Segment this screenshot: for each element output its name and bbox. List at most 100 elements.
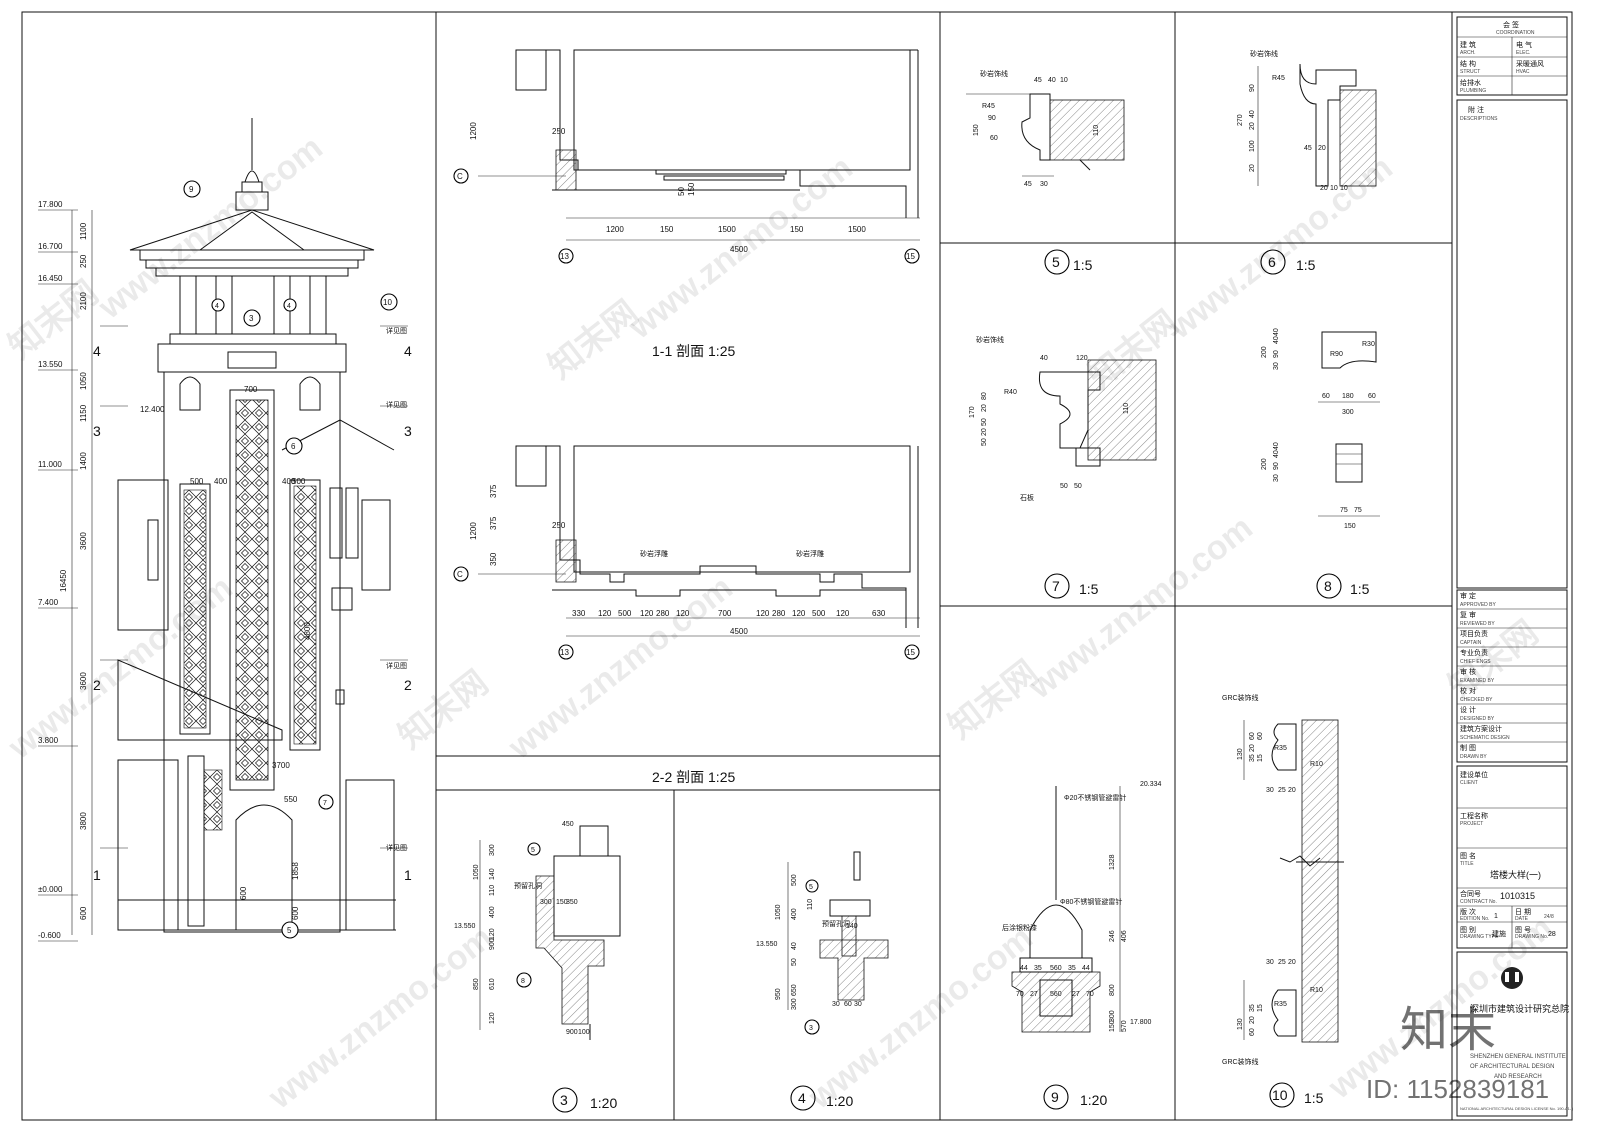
svg-text:1: 1 [1494,913,1498,920]
svg-text:500: 500 [292,477,306,486]
svg-text:40: 40 [791,942,798,950]
svg-text:CAPTAIN: CAPTAIN [1460,640,1482,646]
svg-text:8: 8 [521,978,525,985]
svg-text:会 签: 会 签 [1503,20,1519,29]
svg-text:6: 6 [1268,254,1276,270]
svg-text:版 次: 版 次 [1460,907,1476,916]
svg-text:3700: 3700 [272,761,290,770]
svg-text:700: 700 [244,385,258,394]
svg-text:3800: 3800 [79,812,88,830]
svg-text:17.800: 17.800 [1130,1019,1152,1026]
svg-text:Φ80不锈钢管避雷针: Φ80不锈钢管避雷针 [1060,897,1122,906]
svg-text:270: 270 [1237,114,1244,126]
svg-text:120: 120 [792,609,806,618]
svg-text:建筑方案设计: 建筑方案设计 [1460,724,1502,733]
svg-text:130: 130 [1237,1018,1244,1030]
tower-elevation: 17.800 16.700 16.450 13.550 12.400 11.00… [38,118,412,942]
svg-text:AND RESEARCH: AND RESEARCH [1494,1074,1542,1080]
level-label: 12.400 [140,405,165,414]
svg-text:COORDINATION: COORDINATION [1496,30,1535,36]
section-2-2-title: 2-2 剖面 1:25 [652,769,735,785]
svg-text:150: 150 [556,899,568,906]
svg-text:1:20: 1:20 [826,1093,853,1109]
svg-text:详见图: 详见图 [386,661,407,670]
svg-text:知末网: 知末网 [942,654,1046,747]
svg-text:180: 180 [1342,393,1354,400]
svg-text:项目负责: 项目负责 [1460,629,1488,638]
svg-text:5: 5 [809,884,813,891]
svg-text:280: 280 [772,609,786,618]
svg-text:3: 3 [404,423,412,439]
svg-text:1:5: 1:5 [1296,257,1316,273]
svg-text:50: 50 [677,187,686,196]
svg-text:560: 560 [1050,965,1062,972]
svg-text:www.znzmo.com: www.znzmo.com [91,128,330,326]
svg-text:复 审: 复 审 [1460,610,1476,619]
svg-text:5: 5 [1052,254,1060,270]
svg-text:OF ARCHITECTURAL DESIGN: OF ARCHITECTURAL DESIGN [1470,1064,1554,1070]
svg-text:3600: 3600 [79,672,88,690]
svg-text:8: 8 [1324,578,1332,594]
elevation-callouts: 9 10 3 4 4 6 5 7 [183,180,398,939]
svg-text:200: 200 [1261,458,1268,470]
svg-text:13.550: 13.550 [756,941,778,948]
svg-text:DATE: DATE [1515,916,1529,922]
svg-text:工程名称: 工程名称 [1460,811,1488,820]
svg-text:75: 75 [1354,507,1362,514]
svg-text:280: 280 [656,609,670,618]
svg-text:45: 45 [1304,145,1312,152]
svg-text:2: 2 [93,677,101,693]
svg-text:60: 60 [1368,393,1376,400]
svg-text:950: 950 [775,988,782,1000]
svg-text:13: 13 [560,648,569,657]
svg-text:日 期: 日 期 [1515,908,1531,916]
detail-10: GRC装饰线 GRC装饰线 130 60 20 35 15 60 30 25 2… [1222,693,1344,1108]
svg-text:60: 60 [1249,1028,1256,1036]
svg-text:60: 60 [1257,732,1264,740]
svg-text:850: 850 [473,978,480,990]
svg-text:EXAMINED BY: EXAMINED BY [1460,678,1495,684]
svg-text:35: 35 [1034,965,1042,972]
svg-text:20: 20 [1288,787,1296,794]
section-1-1-title: 1-1 剖面 1:25 [652,343,735,359]
svg-text:110: 110 [1093,125,1100,136]
svg-text:20: 20 [1249,1016,1256,1024]
svg-text:20: 20 [1249,164,1256,172]
svg-text:600: 600 [291,906,300,920]
section-markers: 4 3 2 1 4 3 2 1 [93,343,412,883]
svg-text:300: 300 [1342,409,1354,416]
svg-text:1050: 1050 [473,864,480,880]
svg-text:400: 400 [489,906,496,918]
s2-dims: 330 120 500 120 280 120 700 120 280 120 … [469,484,886,636]
svg-text:1:5: 1:5 [1079,581,1099,597]
svg-text:120: 120 [489,928,496,940]
svg-text:10: 10 [1340,185,1348,192]
s1-dims: 1200 150 1500 150 1500 4500 1200 250 50 … [469,122,866,254]
svg-text:HVAC: HVAC [1516,69,1530,75]
svg-text:120: 120 [640,609,654,618]
svg-text:450: 450 [562,821,574,828]
svg-text:50: 50 [791,958,798,966]
detail-7: 砂岩饰线 40 120 R40 80 170 20 50 20 50 50 50… [969,335,1157,599]
svg-text:砂岩饰线: 砂岩饰线 [980,69,1008,78]
section-2-2: 330 120 500 120 280 120 700 120 280 120 … [453,445,920,785]
svg-text:45: 45 [1024,181,1032,188]
svg-text:300: 300 [489,844,496,856]
svg-text:50: 50 [981,438,988,446]
svg-text:120: 120 [756,609,770,618]
level-marks: 17.800 16.700 16.450 13.550 12.400 11.00… [38,200,165,942]
svg-text:4500: 4500 [730,245,748,254]
svg-text:砂岩浮雕: 砂岩浮雕 [796,549,824,558]
svg-text:3600: 3600 [79,532,88,550]
title-block: 会 签 COORDINATION 建 筑 ARCH. 电 气 ELEC. 结 构… [1456,16,1573,1117]
svg-text:350: 350 [566,899,578,906]
svg-text:预留孔洞: 预留孔洞 [822,919,850,928]
svg-text:900: 900 [489,938,496,950]
svg-text:知末网: 知末网 [542,294,646,387]
svg-text:R35: R35 [1274,745,1287,752]
svg-text:15: 15 [1257,754,1264,762]
svg-text:审 核: 审 核 [1460,667,1476,676]
svg-text:R40: R40 [1004,389,1017,396]
svg-text:800: 800 [1109,984,1116,996]
